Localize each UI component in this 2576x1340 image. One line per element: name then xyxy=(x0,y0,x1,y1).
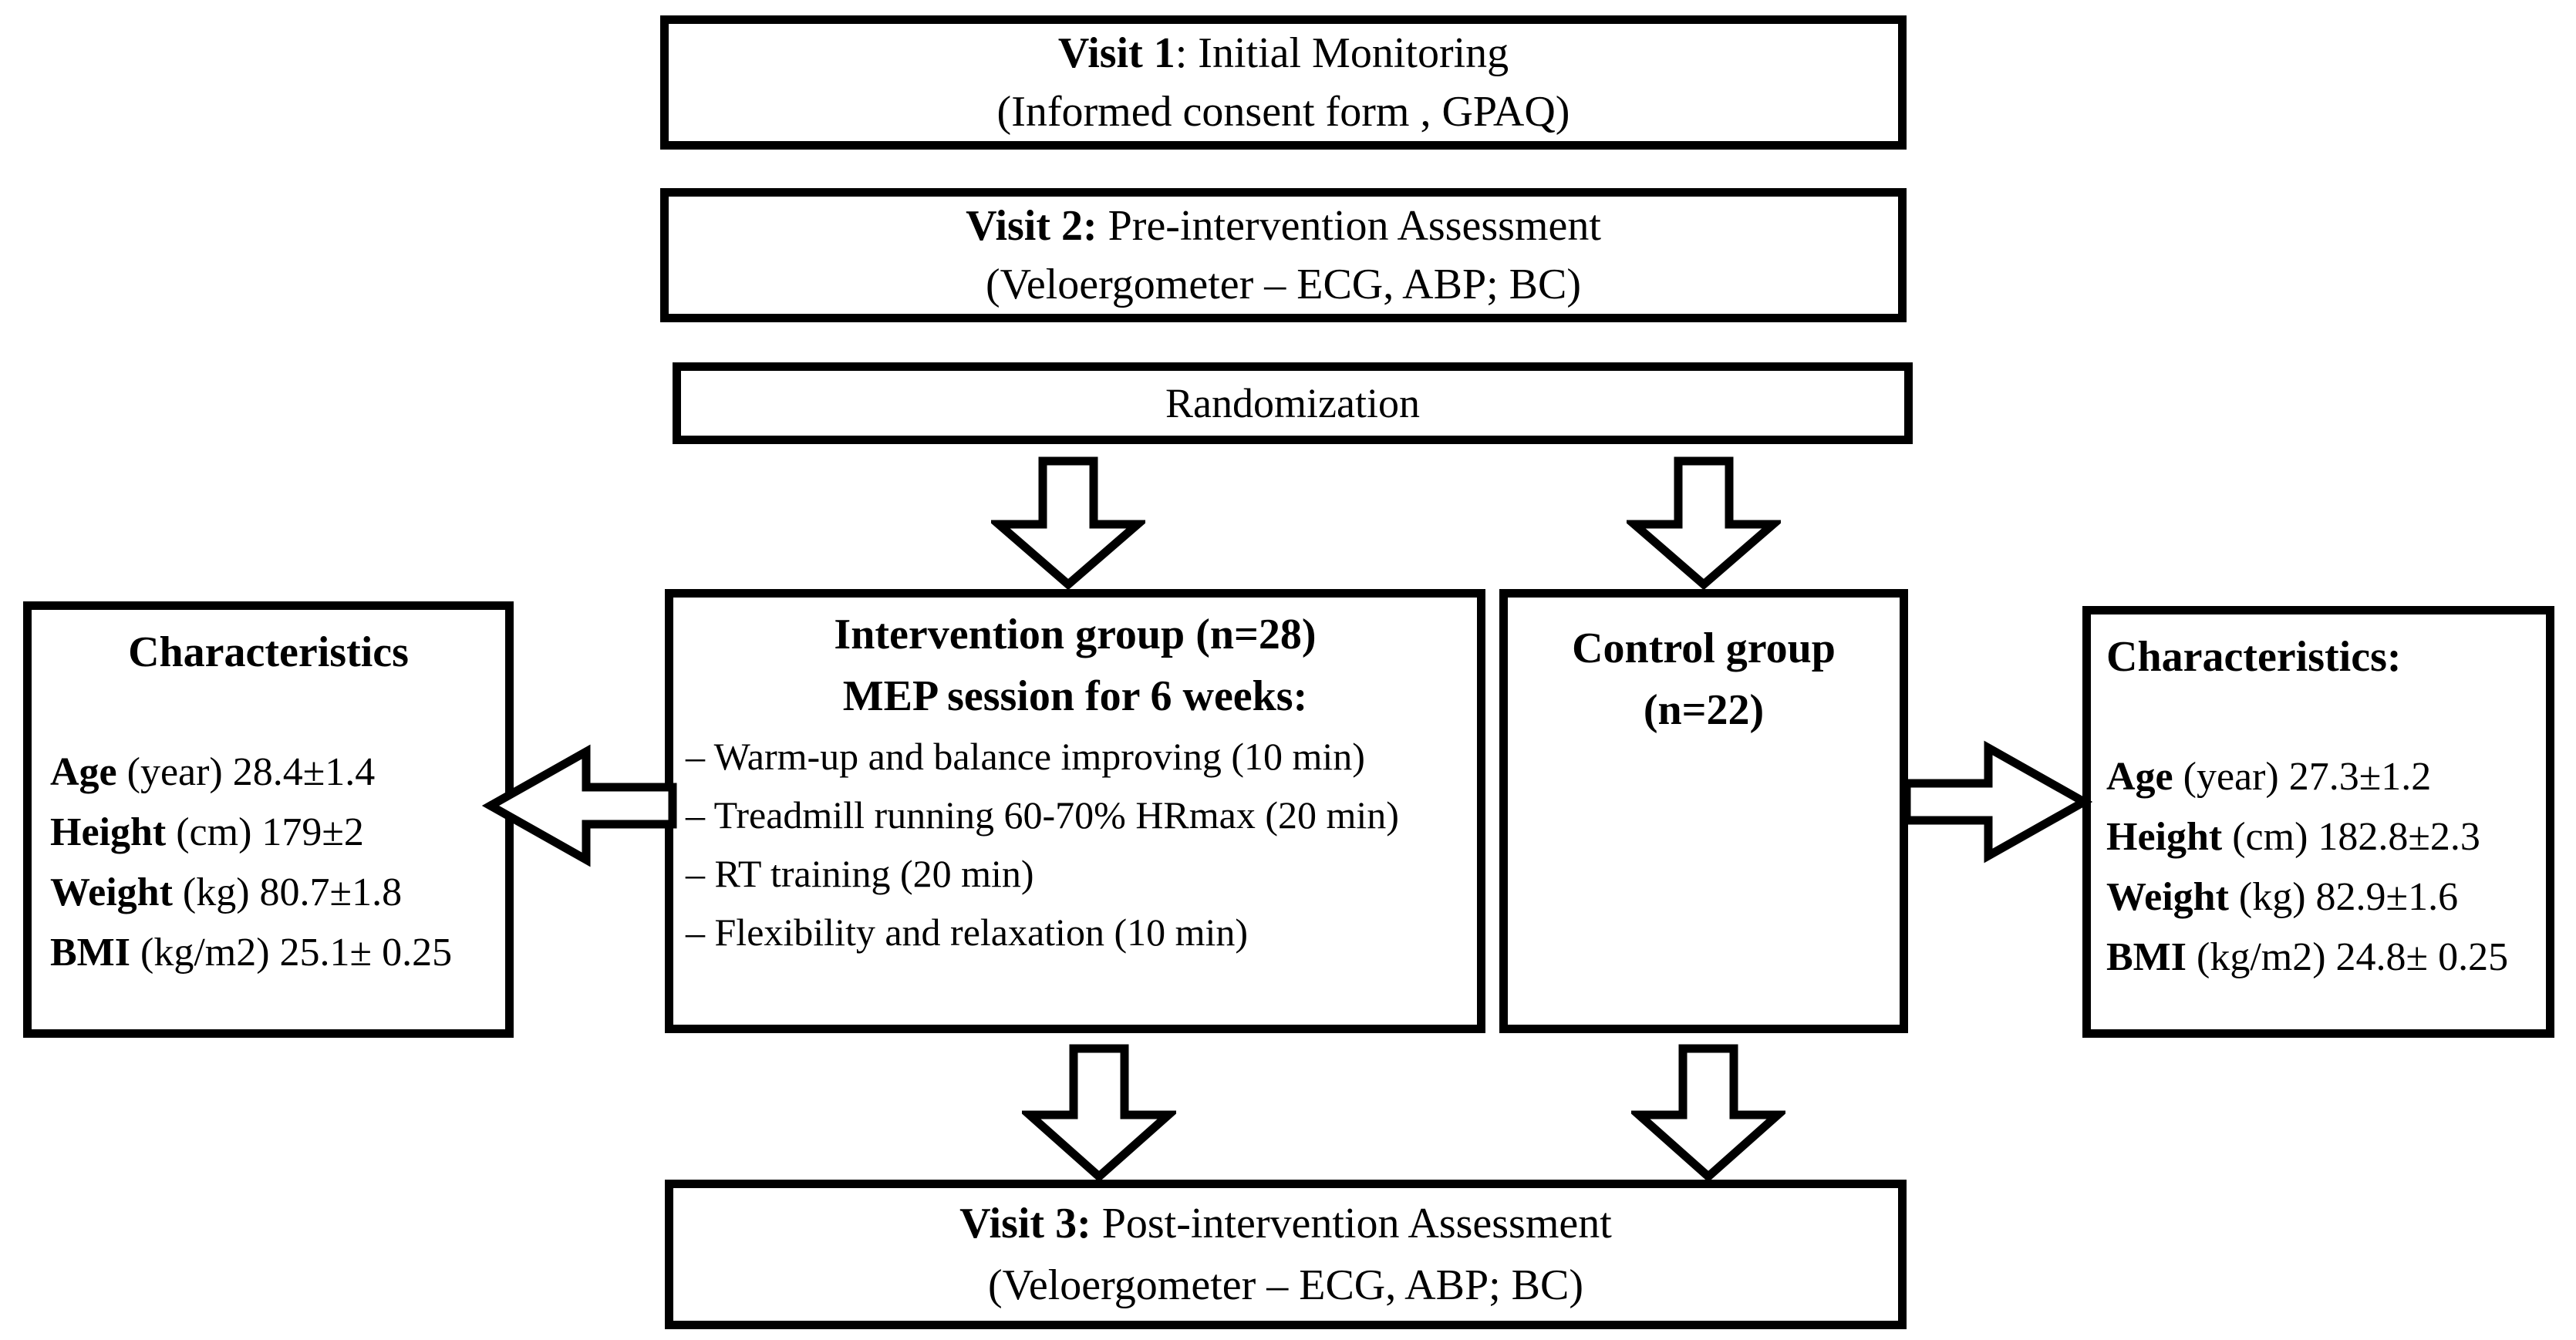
visit1-line1: Visit 1: Initial Monitoring xyxy=(1058,24,1509,82)
arrow-down-to-intervention-icon xyxy=(991,456,1145,589)
height-value: (cm) 179±2 xyxy=(166,810,364,854)
control-group-n: (n=22) xyxy=(1643,686,1765,734)
visit3-title-text: Post-intervention Assessment xyxy=(1091,1200,1612,1247)
arrow-left-to-characteristics-icon xyxy=(478,721,677,891)
intervention-item-flexibility: – Flexibility and relaxation (10 min) xyxy=(686,911,1249,954)
left-characteristic-row-age: Age (year) 28.4±1.4 xyxy=(50,742,487,803)
arrow-down-control-to-visit3-icon xyxy=(1631,1044,1785,1181)
left-characteristic-row-weight: Weight (kg) 80.7±1.8 xyxy=(50,863,487,923)
age-value: (year) 28.4±1.4 xyxy=(116,750,376,794)
left-characteristic-row-height: Height (cm) 179±2 xyxy=(50,803,487,863)
intervention-item-rt: – RT training (20 min) xyxy=(686,852,1034,895)
visit2-bold-label: Visit 2: xyxy=(966,202,1097,250)
age-label: Age xyxy=(50,750,117,794)
arrow-right-to-characteristics-icon xyxy=(1902,717,2093,887)
intervention-group-box: Intervention group (n=28) MEP session fo… xyxy=(665,589,1485,1033)
visit1-title-text: : Initial Monitoring xyxy=(1175,29,1509,77)
height-label: Height xyxy=(50,810,167,854)
age-label: Age xyxy=(2106,755,2173,799)
right-characteristics-title: Characteristics: xyxy=(2106,633,2402,681)
right-characteristic-row-weight: Weight (kg) 82.9±1.6 xyxy=(2106,867,2530,928)
bmi-label: BMI xyxy=(2106,935,2187,979)
randomization-label: Randomization xyxy=(1165,380,1420,426)
left-characteristics-box: Characteristics Age (year) 28.4±1.4 Heig… xyxy=(23,601,514,1038)
bmi-label: BMI xyxy=(50,931,130,975)
weight-value: (kg) 80.7±1.8 xyxy=(172,870,403,914)
right-characteristic-row-age: Age (year) 27.3±1.2 xyxy=(2106,747,2530,807)
intervention-item-treadmill: – Treadmill running 60-70% HRmax (20 min… xyxy=(686,793,1399,837)
visit1-box: Visit 1: Initial Monitoring (Informed co… xyxy=(660,15,1907,150)
age-value: (year) 27.3±1.2 xyxy=(2173,755,2432,799)
control-group-title: Control group xyxy=(1572,625,1836,672)
visit1-line2: (Informed consent form , GPAQ) xyxy=(996,88,1570,136)
visit3-box: Visit 3: Post-intervention Assessment (V… xyxy=(665,1180,1907,1329)
bmi-value: (kg/m2) 24.8± 0.25 xyxy=(2187,935,2509,979)
bmi-value: (kg/m2) 25.1± 0.25 xyxy=(130,931,453,975)
intervention-title: Intervention group (n=28) xyxy=(834,611,1317,658)
intervention-subtitle: MEP session for 6 weeks: xyxy=(842,672,1308,720)
weight-label: Weight xyxy=(50,870,173,914)
visit2-box: Visit 2: Pre-intervention Assessment (Ve… xyxy=(660,188,1907,322)
arrow-down-intervention-to-visit3-icon xyxy=(1022,1044,1176,1181)
intervention-item-warmup: – Warm-up and balance improving (10 min) xyxy=(686,735,1365,778)
left-characteristic-row-bmi: BMI (kg/m2) 25.1± 0.25 xyxy=(50,923,487,983)
visit2-line1: Visit 2: Pre-intervention Assessment xyxy=(966,197,1601,255)
visit2-title-text: Pre-intervention Assessment xyxy=(1097,202,1601,250)
arrow-down-to-control-icon xyxy=(1627,456,1781,589)
weight-value: (kg) 82.9±1.6 xyxy=(2228,875,2459,919)
control-group-box: Control group (n=22) xyxy=(1499,589,1908,1033)
randomization-box: Randomization xyxy=(673,362,1913,444)
visit3-line1: Visit 3: Post-intervention Assessment xyxy=(959,1193,1612,1254)
left-characteristics-title: Characteristics xyxy=(128,628,409,676)
weight-label: Weight xyxy=(2106,875,2229,919)
visit3-line2: (Veloergometer – ECG, ABP; BC) xyxy=(987,1261,1584,1309)
visit3-bold-label: Visit 3: xyxy=(959,1200,1091,1247)
height-label: Height xyxy=(2106,815,2223,859)
visit1-bold-label: Visit 1 xyxy=(1057,29,1175,77)
right-characteristic-row-height: Height (cm) 182.8±2.3 xyxy=(2106,807,2530,867)
height-value: (cm) 182.8±2.3 xyxy=(2222,815,2480,859)
right-characteristics-box: Characteristics: Age (year) 27.3±1.2 Hei… xyxy=(2082,606,2554,1038)
right-characteristic-row-bmi: BMI (kg/m2) 24.8± 0.25 xyxy=(2106,928,2530,988)
visit2-line2: (Veloergometer – ECG, ABP; BC) xyxy=(985,261,1582,308)
